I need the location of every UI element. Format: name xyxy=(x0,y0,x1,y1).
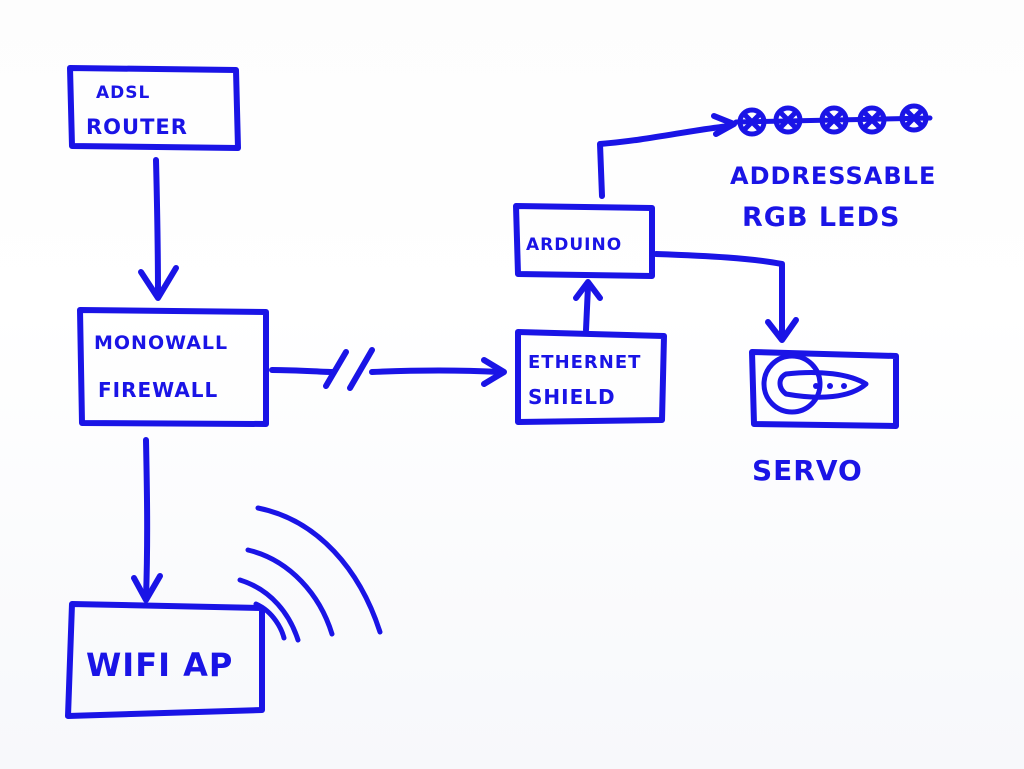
arduino-box xyxy=(513,203,655,279)
break-mark-2 xyxy=(347,347,375,391)
arrowhead-up-icon xyxy=(573,279,603,301)
adsl-router-box xyxy=(67,65,241,151)
rgb-led-strip-icon xyxy=(733,103,933,137)
edge-line xyxy=(153,157,161,299)
edge-line xyxy=(597,123,733,199)
edge-ethernet-to-arduino xyxy=(573,279,603,333)
adsl-router-node: ADSL ROUTER xyxy=(67,65,241,151)
ethernet-shield-box xyxy=(515,329,667,425)
adsl-router-label-line2: ROUTER xyxy=(86,115,188,139)
edge-line xyxy=(583,283,591,333)
ethernet-shield-node: ETHERNET SHIELD xyxy=(515,329,667,425)
wifi-ap-label: WIFI AP xyxy=(86,646,233,684)
servo-label: SERVO xyxy=(752,454,863,487)
arduino-label: ARDUINO xyxy=(526,235,622,255)
firewall-box xyxy=(77,307,269,427)
arrowhead-down-icon xyxy=(138,265,179,301)
edge-arduino-to-servo xyxy=(653,251,799,343)
arrowhead-right-icon xyxy=(711,113,737,137)
firewall-label-line1: MONOWALL xyxy=(94,332,228,354)
arrowhead-down-icon xyxy=(131,573,163,603)
adsl-router-label-line1: ADSL xyxy=(96,83,150,103)
firewall-label-line2: FIREWALL xyxy=(98,378,218,402)
servo-box xyxy=(749,349,899,429)
edge-line-left xyxy=(269,367,337,375)
firewall-node: MONOWALL FIREWALL xyxy=(77,307,269,427)
arrowhead-right-icon xyxy=(481,357,507,387)
arrowhead-down-icon xyxy=(765,317,799,343)
edge-firewall-to-ethernet xyxy=(269,347,507,391)
wifi-signal-icon xyxy=(237,505,383,643)
ethernet-shield-label-line2: SHIELD xyxy=(528,385,616,409)
wifi-ap-box xyxy=(65,601,265,719)
arduino-node: ARDUINO xyxy=(513,203,655,279)
servo-node xyxy=(749,349,899,429)
edge-line xyxy=(143,437,151,601)
edge-line-right xyxy=(369,367,503,375)
leds-label-line1: ADDRESSABLE xyxy=(730,162,936,190)
edge-line xyxy=(653,251,785,339)
edge-firewall-to-wifi xyxy=(131,437,163,603)
leds-label-line2: RGB LEDS xyxy=(742,202,900,233)
edge-arduino-to-leds xyxy=(597,113,737,199)
break-mark-1 xyxy=(323,349,349,389)
wifi-ap-node: WIFI AP xyxy=(65,601,265,719)
ethernet-shield-label-line1: ETHERNET xyxy=(528,352,641,373)
edge-router-to-firewall xyxy=(138,157,179,301)
servo-icon xyxy=(761,353,869,415)
